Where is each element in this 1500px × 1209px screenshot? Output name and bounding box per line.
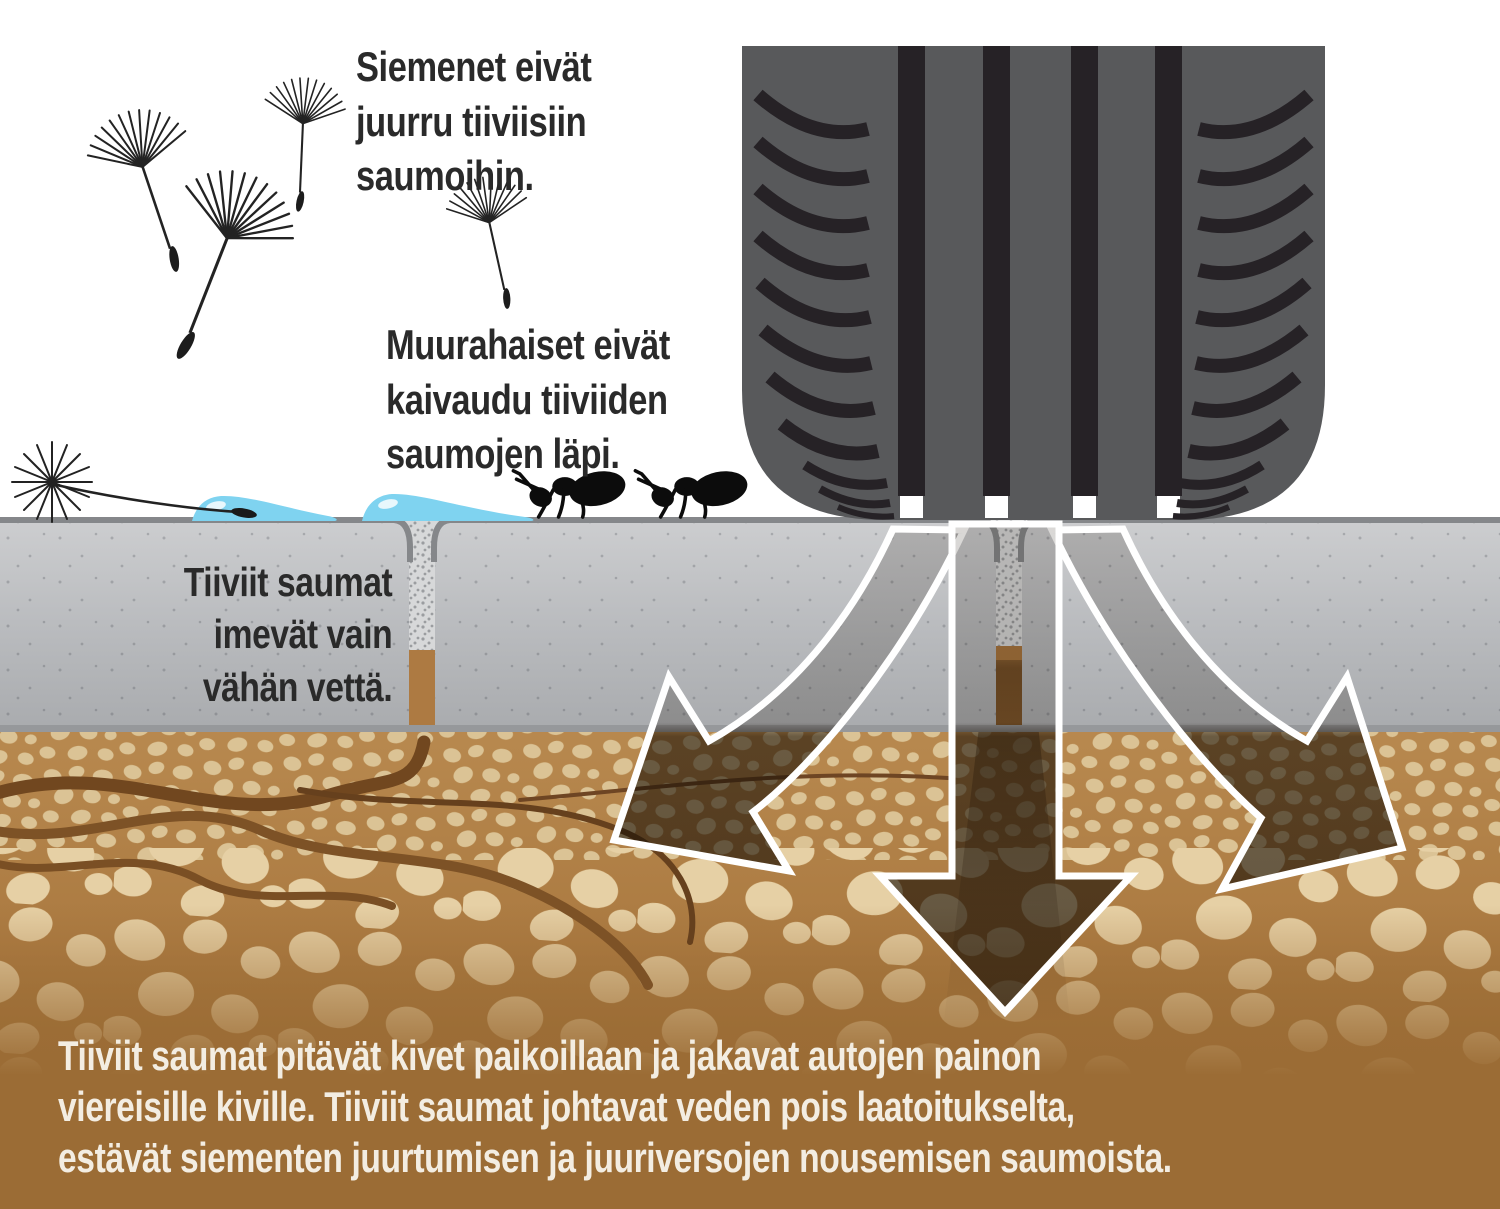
weight-arrows — [609, 520, 1407, 1018]
note-water: Tiiviit saumat imevät vain vähän vettä. — [183, 559, 392, 710]
water-drop-icon — [192, 495, 337, 521]
water-puddles — [192, 493, 534, 521]
caption: Tiiviit saumat pitävät kivet paikoillaan… — [58, 1032, 1172, 1182]
arrow-down-left-icon — [609, 525, 970, 876]
car-tire — [742, 46, 1325, 520]
tire-shoulder-treads — [753, 89, 1314, 520]
note-seeds: Siemenet eivät juurru tiiviisiin saumoih… — [356, 43, 592, 200]
tire-contact-gaps — [900, 496, 1180, 518]
fallen-seed-icon — [11, 441, 257, 523]
arrow-down-icon — [872, 520, 1140, 1018]
water-drop-icon — [362, 493, 534, 521]
note-ants: Muurahaiset eivät kaivaudu tiiviiden sau… — [386, 321, 670, 478]
arrow-down-right-icon — [1046, 525, 1407, 895]
soil-fade — [0, 905, 1500, 1209]
tire-grooves — [898, 46, 1182, 496]
